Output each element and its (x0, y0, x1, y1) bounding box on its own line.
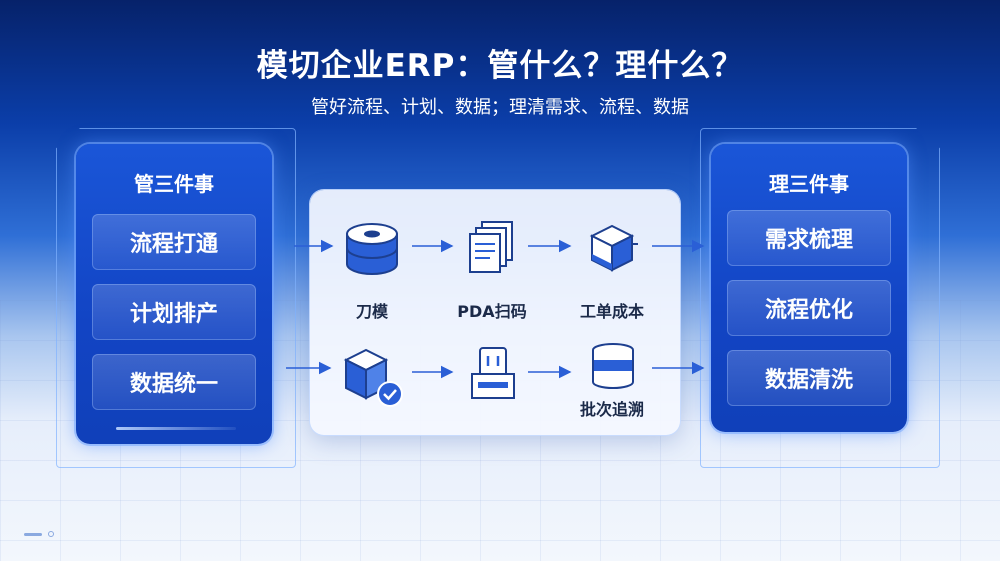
right-panel: 理三件事 需求梳理 流程优化 数据清洗 (711, 144, 907, 432)
page-subtitle: 管好流程、计划、数据；理清需求、流程、数据 (311, 97, 689, 118)
database-icon (592, 343, 634, 389)
left-panel-heading: 管三件事 (134, 172, 214, 196)
page-indicator-dot (48, 531, 54, 537)
node-label-cost: 工单成本 (579, 302, 644, 321)
node-label-die: 刀模 (355, 302, 388, 321)
card-reader-icon (471, 347, 515, 399)
box-check-icon (343, 348, 403, 407)
left-panel: 管三件事 流程打通 计划排产 数据统一 (76, 144, 272, 444)
node-label-trace: 批次追溯 (579, 400, 644, 419)
left-item-plan: 计划排产 (92, 284, 256, 340)
documents-icon (469, 221, 513, 273)
page-title: 模切企业ERP：管什么？理什么？ (256, 48, 744, 84)
right-item-requirements: 需求梳理 (727, 210, 891, 266)
page-indicator-active (24, 533, 42, 536)
left-item-process: 流程打通 (92, 214, 256, 270)
right-panel-heading: 理三件事 (769, 172, 849, 196)
right-item-optimize: 流程优化 (727, 280, 891, 336)
right-panel-frame (700, 128, 940, 468)
die-roll-icon (346, 223, 398, 275)
left-panel-frame (56, 128, 296, 468)
node-label-pda: PDA扫码 (457, 302, 527, 321)
cube-cost-icon (589, 224, 638, 272)
left-item-data: 数据统一 (92, 354, 256, 410)
right-item-cleanse: 数据清洗 (727, 350, 891, 406)
left-panel-indicator (116, 427, 236, 430)
